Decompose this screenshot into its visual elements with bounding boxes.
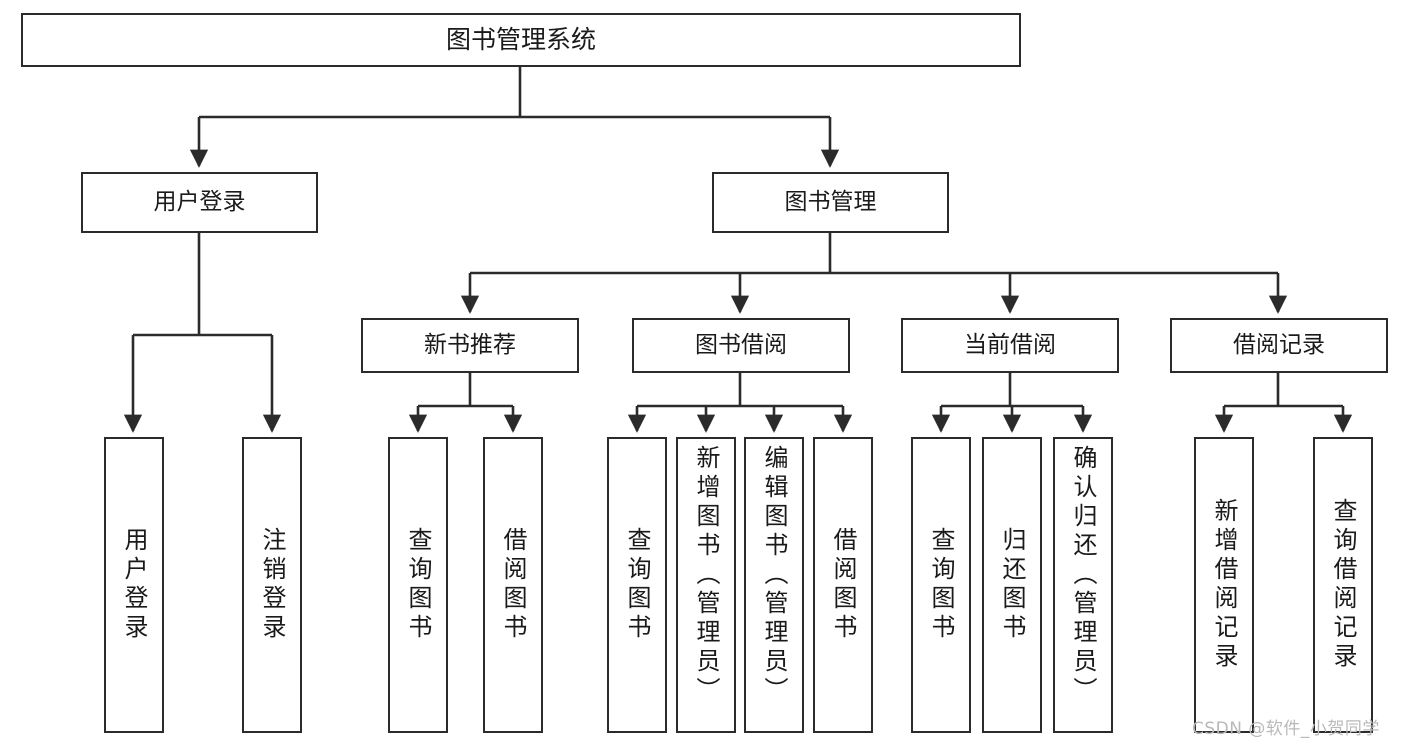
node-borrow-record-label: 借阅记录 (1233, 332, 1325, 359)
node-leaf-borrow-book-2-label: 借阅图书 (829, 527, 857, 643)
node-current-borrow[interactable]: 当前借阅 (901, 318, 1119, 373)
node-new-book-recommend[interactable]: 新书推荐 (361, 318, 579, 373)
node-book-borrow[interactable]: 图书借阅 (632, 318, 850, 373)
node-leaf-add-book[interactable]: 新增图书（管理员） (676, 437, 736, 733)
node-leaf-add-borrow-record[interactable]: 新增借阅记录 (1194, 437, 1254, 733)
node-leaf-return-book-label: 归还图书 (998, 527, 1026, 643)
node-current-borrow-label: 当前借阅 (964, 332, 1056, 359)
node-book-manage-label: 图书管理 (784, 189, 877, 216)
node-leaf-edit-book[interactable]: 编辑图书（管理员） (744, 437, 804, 733)
node-user-login[interactable]: 用户登录 (81, 172, 318, 233)
node-leaf-query-book-1-label: 查询图书 (404, 527, 432, 643)
node-leaf-query-book-2-label: 查询图书 (623, 527, 651, 643)
node-leaf-user-login-label: 用户登录 (120, 527, 148, 643)
node-new-book-recommend-label: 新书推荐 (424, 332, 516, 359)
node-leaf-user-login[interactable]: 用户登录 (104, 437, 164, 733)
node-leaf-confirm-return-label: 确认归还（管理员） (1069, 445, 1097, 706)
node-leaf-query-book-1[interactable]: 查询图书 (388, 437, 448, 733)
node-leaf-user-logout[interactable]: 注销登录 (242, 437, 302, 733)
node-book-borrow-label: 图书借阅 (695, 332, 787, 359)
node-leaf-borrow-book-1[interactable]: 借阅图书 (483, 437, 543, 733)
node-leaf-borrow-book-1-label: 借阅图书 (499, 527, 527, 643)
node-book-manage[interactable]: 图书管理 (712, 172, 949, 233)
node-leaf-query-borrow-record-label: 查询借阅记录 (1329, 498, 1357, 672)
node-leaf-query-borrow-record[interactable]: 查询借阅记录 (1313, 437, 1373, 733)
node-leaf-confirm-return[interactable]: 确认归还（管理员） (1053, 437, 1113, 733)
node-root-label: 图书管理系统 (445, 24, 596, 54)
node-leaf-query-book-2[interactable]: 查询图书 (607, 437, 667, 733)
node-leaf-borrow-book-2[interactable]: 借阅图书 (813, 437, 873, 733)
node-root[interactable]: 图书管理系统 (21, 13, 1021, 67)
node-leaf-add-borrow-record-label: 新增借阅记录 (1210, 498, 1238, 672)
node-leaf-query-book-3[interactable]: 查询图书 (911, 437, 971, 733)
watermark: CSDN @软件_小贺同学 (1192, 719, 1380, 739)
node-user-login-label: 用户登录 (153, 189, 246, 216)
node-leaf-return-book[interactable]: 归还图书 (982, 437, 1042, 733)
node-borrow-record[interactable]: 借阅记录 (1170, 318, 1388, 373)
node-leaf-query-book-3-label: 查询图书 (927, 527, 955, 643)
node-leaf-user-logout-label: 注销登录 (258, 527, 286, 643)
node-leaf-edit-book-label: 编辑图书（管理员） (760, 445, 788, 706)
node-leaf-add-book-label: 新增图书（管理员） (692, 445, 720, 706)
